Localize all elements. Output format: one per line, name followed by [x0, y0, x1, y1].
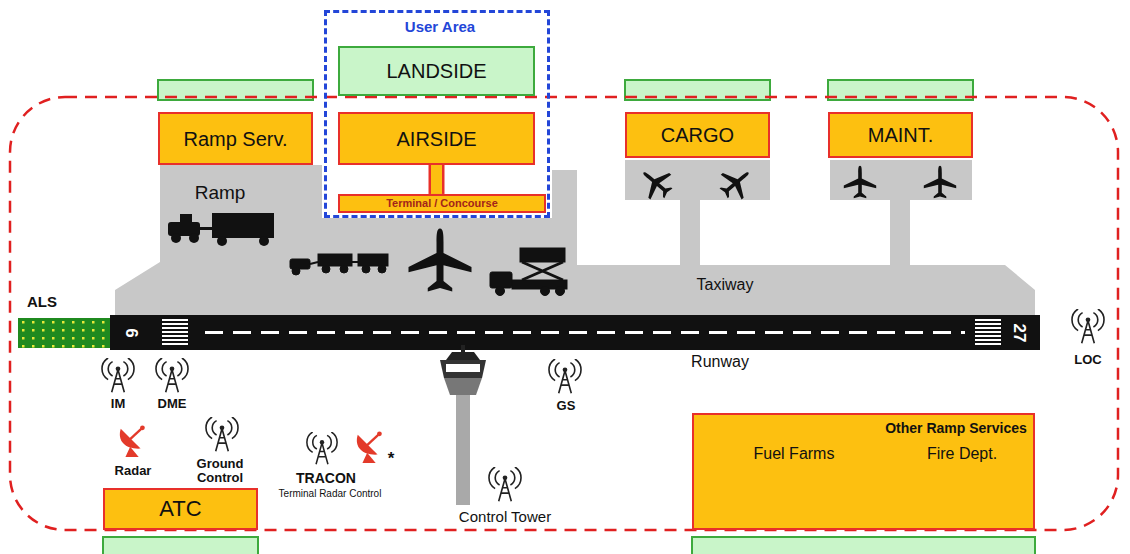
firefighter [936, 468, 988, 523]
equipment-label: Ground Control [190, 457, 250, 484]
other-ramp-services-box: Other Ramp ServicesFuel Farms Fire Dept. [692, 413, 1035, 530]
cargo-box: CARGO [625, 112, 770, 158]
navaid-label: GS [557, 399, 576, 413]
box-label: Terminal / Concourse [386, 197, 498, 209]
box-label: AIRSIDE [396, 128, 476, 150]
gs-antenna [549, 359, 581, 393]
user-area-ground [324, 10, 550, 218]
area-label: Ramp [195, 183, 246, 203]
runway-number: 6 [122, 328, 140, 337]
landside-box: LANDSIDE [338, 46, 535, 96]
terminal-box: Terminal / Concourse [338, 194, 546, 213]
box-label: Fuel Farms [754, 445, 835, 463]
area-label: Runway [691, 354, 749, 371]
cargo-plane [713, 160, 759, 206]
threshold-stripes [975, 319, 1001, 347]
tug-and-cart [168, 213, 274, 246]
approach-lights-dots [18, 318, 110, 348]
control-tower [440, 345, 486, 505]
box-label: Ramp Serv. [183, 128, 287, 150]
heading-text: Other Ramp Services [885, 421, 1027, 436]
connector-outline [429, 165, 445, 194]
navaid-label: IM [111, 397, 125, 411]
threshold-stripes [162, 319, 188, 347]
im-antenna [102, 358, 134, 392]
ramp-services-box: Ramp Serv. [158, 112, 313, 165]
user-area: User AreaLANDSIDE AIRSIDE Terminal / Conco… [324, 10, 550, 218]
navaid-label: LOC [1074, 353, 1101, 367]
box-label: LANDSIDE [386, 60, 486, 82]
equipment-label: TRACON [296, 471, 356, 486]
heading-text: User Area [405, 19, 475, 36]
equipment-label: Radar [115, 464, 152, 478]
runway [110, 315, 1040, 350]
dme-antenna [156, 358, 188, 392]
airport-boundary [10, 97, 1118, 530]
area-label: Taxiway [697, 277, 754, 294]
footnote-mark: * [388, 450, 395, 468]
airside-box: AIRSIDE [338, 112, 535, 165]
equipment-note: Terminal Radar Control [279, 489, 382, 500]
tracon-antenna [307, 432, 337, 464]
atc-box: ATC [103, 488, 258, 530]
baggage-train [290, 254, 388, 275]
box-label: Fire Dept. [927, 445, 997, 463]
airliner [409, 229, 472, 292]
catering-truck [490, 248, 567, 296]
cargo-plane [633, 160, 679, 206]
equipment-label: Control Tower [459, 509, 551, 525]
ground-control-antenna [206, 417, 238, 451]
lighting-label: ALS [27, 294, 57, 310]
navaid-label: DME [158, 397, 187, 411]
connector-bar [431, 165, 442, 194]
runway-centerline [205, 331, 965, 334]
radar-dish [120, 425, 145, 457]
tower-antenna [489, 467, 521, 501]
ramp-taxiway-area [115, 160, 1035, 316]
approach-lights [18, 318, 110, 348]
box-label: ATC [159, 497, 201, 521]
box-label: CARGO [661, 124, 734, 146]
runway-number: 27 [1010, 324, 1028, 343]
fuel-tanks [713, 462, 911, 523]
box-label: MAINT. [868, 124, 934, 146]
maintenance-plane [844, 166, 876, 198]
tracon-radar-dish [357, 431, 382, 463]
maintenance-box: MAINT. [828, 112, 973, 158]
maintenance-plane [924, 166, 956, 198]
loc-antenna [1072, 309, 1104, 343]
